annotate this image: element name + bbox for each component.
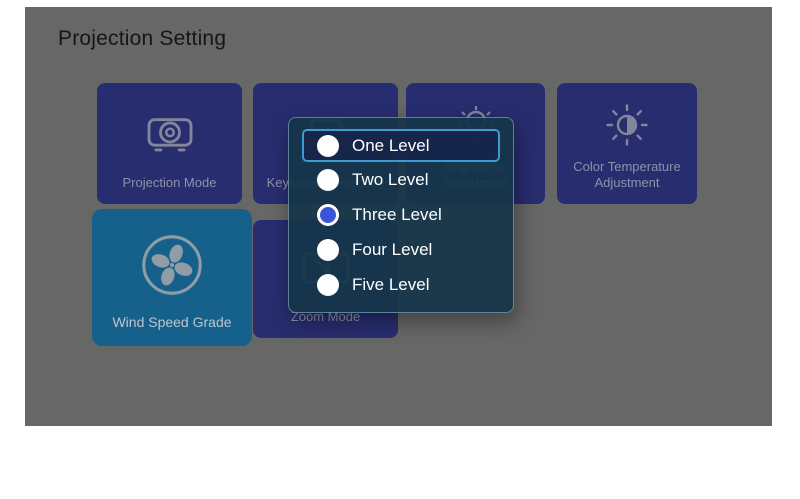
option-label: Two Level xyxy=(352,170,429,190)
fan-icon xyxy=(137,209,207,314)
tile-label: Wind Speed Grade xyxy=(112,313,232,330)
tile-color-temperature-adjustment[interactable]: Color Temperature Adjustment xyxy=(557,83,697,204)
tile-projection-mode[interactable]: Projection Mode xyxy=(97,83,242,204)
tile-label: Zoom Mode xyxy=(290,308,361,324)
tile-label: Color Temperature Adjustment xyxy=(573,158,681,190)
option-three-level[interactable]: Three Level xyxy=(302,199,500,232)
tile-wind-speed-grade[interactable]: Wind Speed Grade xyxy=(92,209,252,346)
radio-icon xyxy=(317,169,339,192)
option-four-level[interactable]: Four Level xyxy=(302,233,500,266)
tile-label: Projection Mode xyxy=(122,174,217,190)
color-temperature-icon xyxy=(603,83,651,159)
projection-setting-screen: Projection Setting Projection Mode K xyxy=(25,7,772,426)
option-label: Four Level xyxy=(352,239,433,259)
radio-icon xyxy=(317,273,339,296)
option-one-level[interactable]: One Level xyxy=(302,129,500,162)
option-label: Three Level xyxy=(352,205,442,224)
page-title: Projection Setting xyxy=(58,27,227,50)
radio-icon xyxy=(317,238,339,261)
radio-icon xyxy=(317,134,339,157)
option-label: Five Level xyxy=(352,274,430,294)
option-label: One Level xyxy=(352,135,430,155)
option-two-level[interactable]: Two Level xyxy=(302,164,500,197)
option-five-level[interactable]: Five Level xyxy=(302,268,500,301)
projector-icon xyxy=(143,83,197,175)
radio-selected-icon xyxy=(317,204,339,226)
wind-speed-level-dialog: One Level Two Level Three Level Four Lev… xyxy=(288,117,514,313)
